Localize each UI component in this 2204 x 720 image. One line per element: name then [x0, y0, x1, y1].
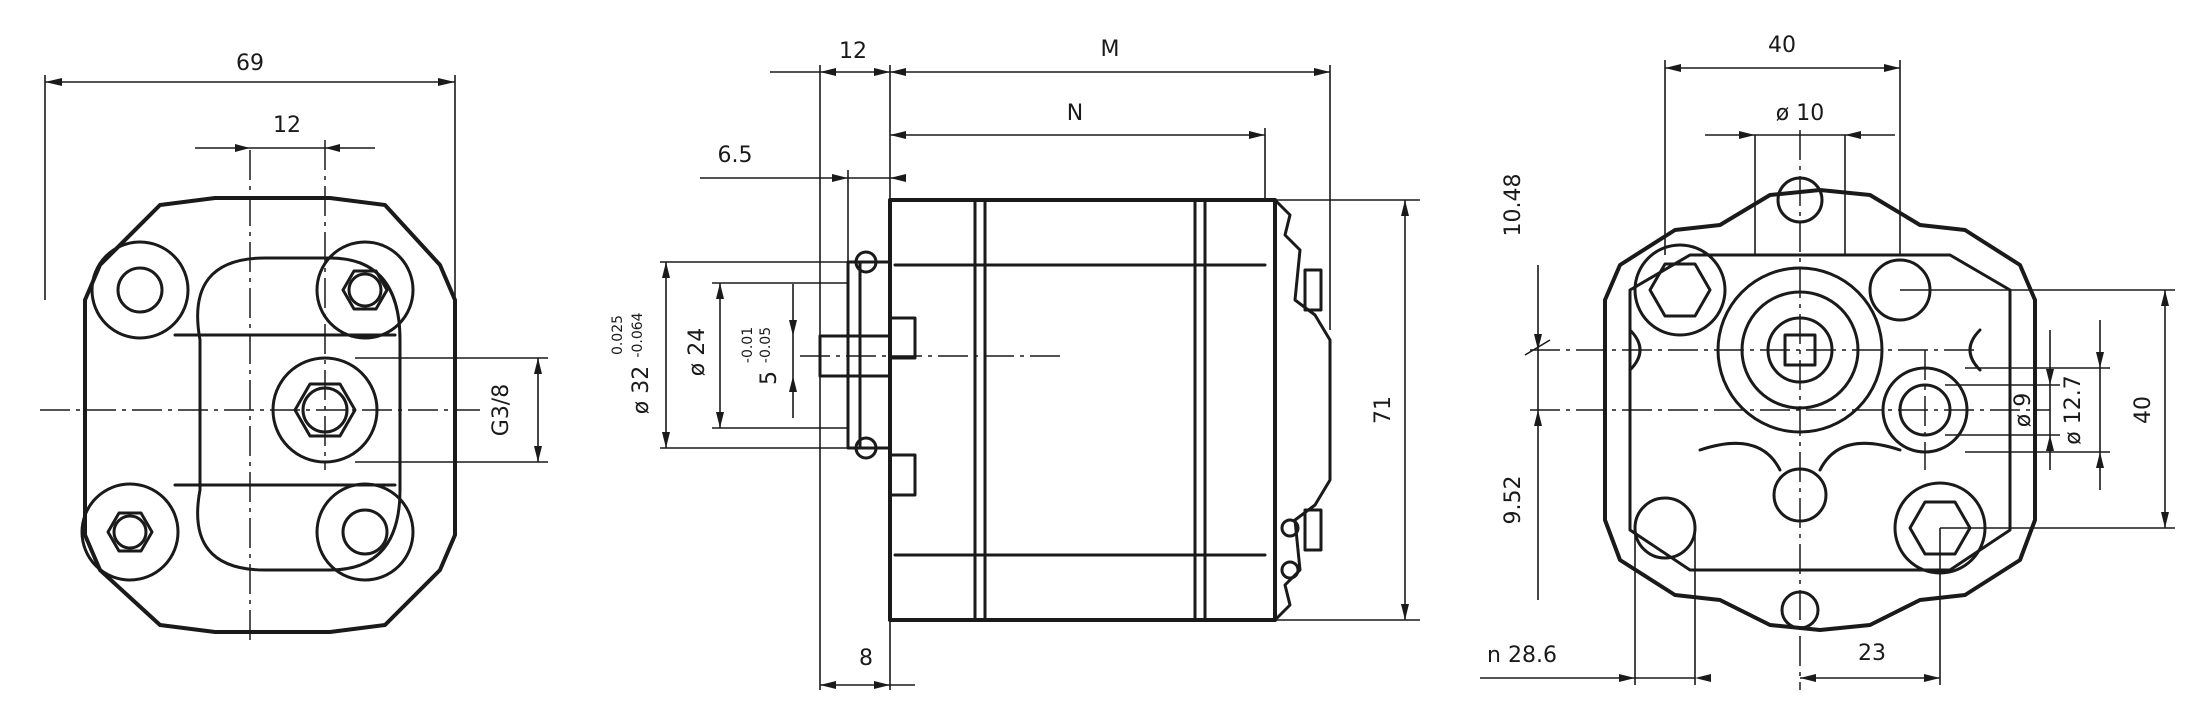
dim-middle-shaft-dia: ø 32	[629, 366, 654, 414]
left-boss-bl	[80, 482, 180, 582]
dim-right-holes: n 28.6	[1487, 643, 1557, 668]
dim-right-upper-offset: 10.48	[1501, 174, 1526, 237]
right-rear-view: 40 ø 10 10.48 9.52 ø 9 ø 12.7 4	[1480, 33, 2175, 690]
dim-middle-hub-dia: ø 24	[685, 328, 710, 376]
tol-middle-shaft-upper: 0.025	[610, 315, 626, 355]
dim-middle-m: M	[1101, 37, 1120, 62]
middle-flange	[846, 260, 892, 450]
tol-middle-key-lower: -0.05	[758, 327, 774, 363]
right-inner-outline	[1628, 253, 2012, 572]
left-inner-oval	[196, 256, 402, 572]
dim-right-port-large: ø 12.7	[2061, 375, 2086, 444]
dim-right-lower-offset: 9.52	[1501, 476, 1526, 525]
dim-right-top: 40	[1768, 33, 1796, 58]
dim-right-side: 40	[2131, 396, 2156, 424]
dim-middle-bottom: 8	[859, 646, 873, 671]
dim-middle-key: 5	[757, 371, 782, 385]
dim-middle-pilot: 6.5	[718, 143, 753, 168]
right-hole-bl	[1633, 496, 1697, 560]
dim-middle-height: 71	[1371, 396, 1396, 424]
left-boss-tr	[315, 240, 415, 340]
dim-left-center: 12	[273, 113, 301, 138]
right-body-outline	[1603, 188, 2037, 632]
dim-right-port-small: ø 9	[2011, 393, 2036, 427]
dim-left-width: 69	[236, 51, 264, 76]
middle-body	[888, 198, 1277, 622]
tol-middle-key-upper: -0.01	[740, 327, 756, 363]
left-boss-tl	[90, 240, 190, 340]
middle-end-cover	[1263, 198, 1332, 622]
dim-left-port: G3/8	[489, 384, 514, 436]
right-hex-br	[1908, 500, 1972, 556]
dim-right-bore: ø 10	[1776, 101, 1824, 126]
dim-middle-flange: 12	[839, 39, 867, 64]
tol-middle-shaft-lower: -0.064	[630, 312, 646, 357]
dim-middle-n: N	[1067, 101, 1083, 126]
left-front-view: 69 12 G3/8	[40, 51, 548, 645]
middle-side-view: 12 M N 6.5 ø 32 0.025 -0.064 ø 24	[610, 37, 1420, 690]
left-boss-br	[315, 482, 415, 582]
dim-right-bottom: 23	[1858, 641, 1886, 666]
left-body-outline	[83, 196, 457, 634]
right-hex-tl	[1648, 262, 1712, 318]
